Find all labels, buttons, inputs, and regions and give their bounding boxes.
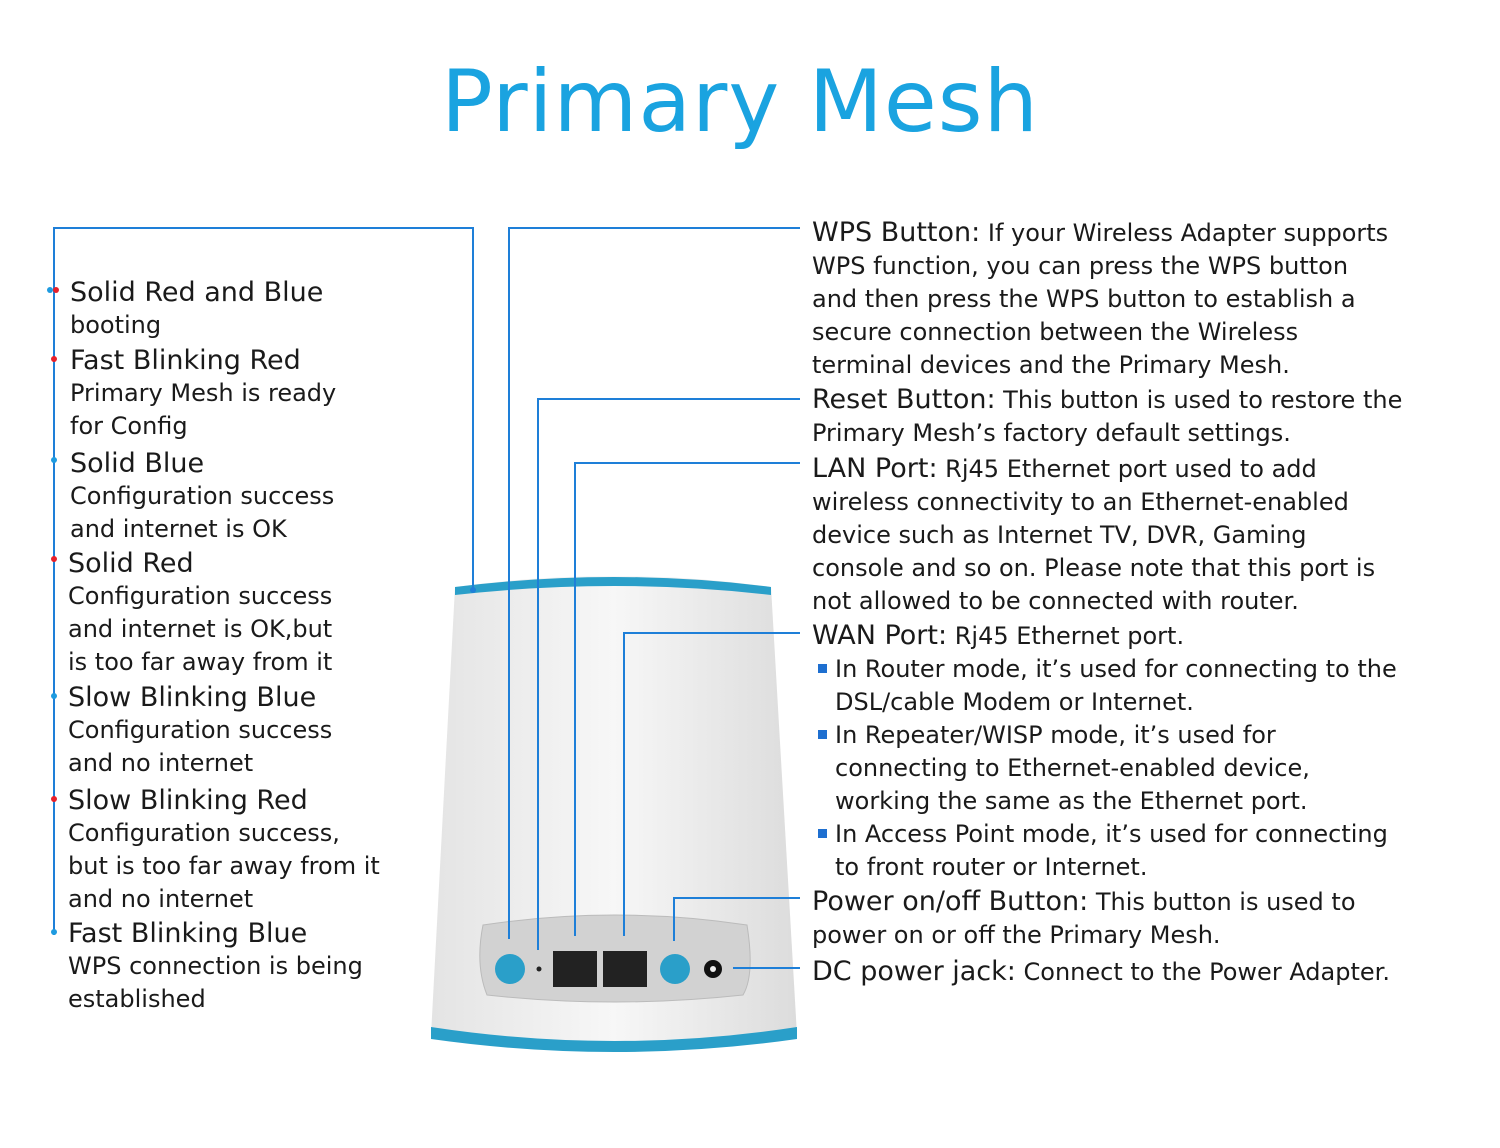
red-dot-icon (53, 287, 59, 293)
page-title: Primary Mesh (440, 52, 1040, 152)
blue-dot-icon (51, 929, 57, 935)
blue-dot-icon (51, 457, 57, 463)
dc-description: DC power jack: Connect to the Power Adap… (812, 956, 1390, 987)
wps-description: WPS Button: If your Wireless Adapter sup… (812, 217, 1389, 379)
wps-leader (508, 227, 800, 229)
wan-leader-v (623, 632, 625, 936)
led-leader-line-down (472, 227, 474, 591)
led-leader-line-top (53, 227, 474, 229)
mesh-device-image (431, 576, 797, 1052)
power-leader-v (673, 897, 675, 941)
lan-leader-v (574, 462, 576, 936)
blue-dot-icon (47, 287, 53, 293)
reset-description: Reset Button: This button is used to res… (812, 384, 1403, 447)
led-pointer-dot (470, 587, 476, 593)
bullet-icon (818, 828, 827, 838)
bullet-icon (818, 729, 827, 739)
red-dot-icon (51, 556, 57, 562)
wps-button-shape (495, 954, 525, 984)
reset-leader (537, 398, 800, 400)
wan-description: WAN Port: Rj45 Ethernet port. In Router … (812, 620, 1397, 881)
reset-leader-v (537, 398, 539, 950)
lan-description: LAN Port: Rj45 Ethernet port used to add… (812, 453, 1376, 615)
dc-leader (733, 967, 800, 969)
led-leader-line (53, 227, 55, 935)
power-description: Power on/off Button: This button is used… (812, 886, 1356, 949)
red-dot-icon (51, 356, 57, 362)
wps-leader-v (508, 227, 510, 939)
blue-dot-icon (51, 693, 57, 699)
power-leader (673, 897, 800, 899)
bullet-icon (818, 663, 827, 673)
wan-leader (623, 632, 800, 634)
lan-leader (574, 462, 800, 464)
red-dot-icon (51, 796, 57, 802)
